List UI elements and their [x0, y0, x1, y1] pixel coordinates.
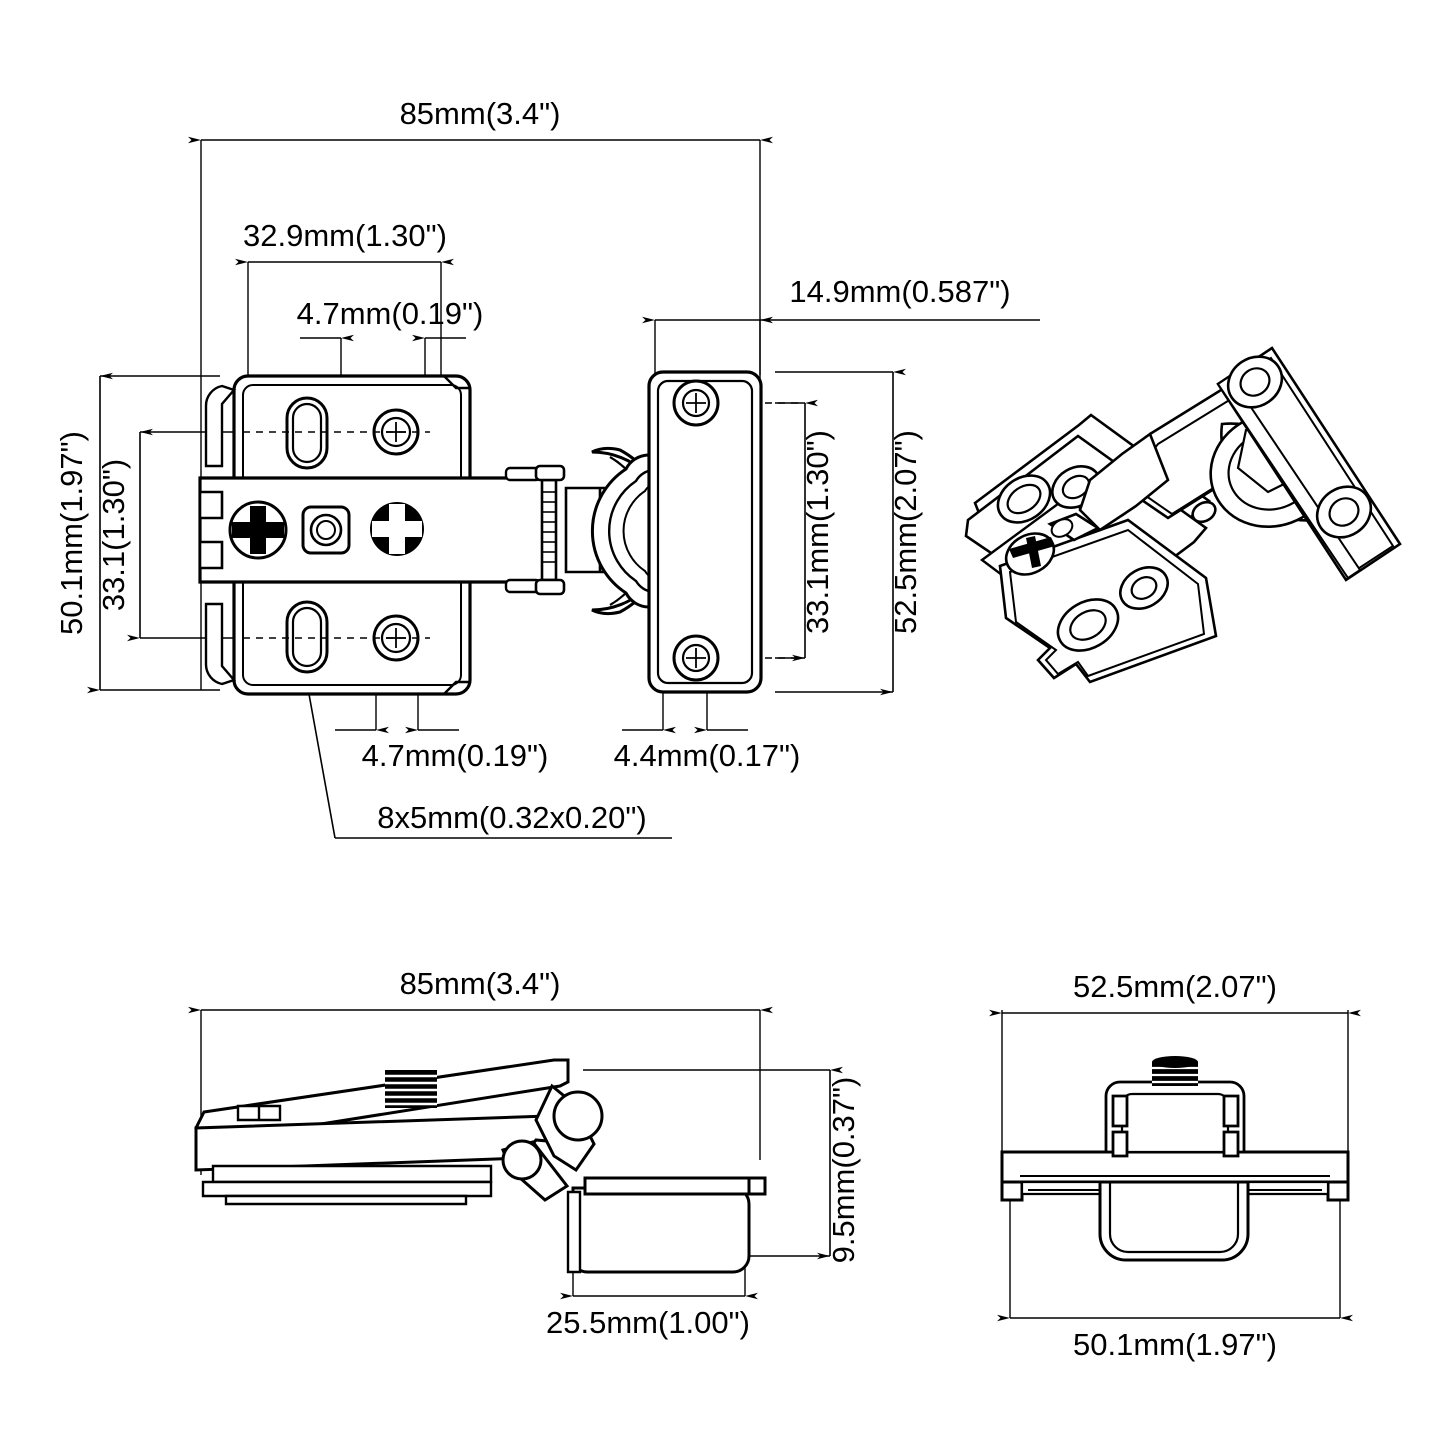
iso-door-hole-lower	[1315, 485, 1373, 539]
extension-lines	[100, 140, 893, 730]
dim-label-mount-hole-width: 4.4mm(0.17")	[614, 738, 801, 773]
plate-inner-outline	[242, 384, 462, 686]
side-plate-tab	[236, 1104, 282, 1122]
end-cup-body	[1098, 1180, 1250, 1262]
end-arm-frame	[1104, 1080, 1246, 1158]
side-threaded-stud	[385, 1070, 437, 1108]
dim-end-base-width-50-1mm: 50.1mm(1.97")	[997, 1314, 1353, 1362]
dim-label-plate-screw-span: 32.9mm(1.30")	[243, 218, 447, 253]
dim-overall-height-50-1mm: 50.1mm(1.97")	[54, 372, 113, 694]
end-elevation-view: 52.5mm(2.07") 50.1mm(1.97")	[989, 969, 1361, 1362]
dim-label-overall-width: 85mm(3.4")	[400, 96, 561, 131]
dim-end-plate-width-52-5mm: 52.5mm(2.07")	[989, 969, 1361, 1017]
dim-cup-height-9-5mm: 9.5mm(0.37")	[817, 1066, 861, 1264]
iso-hinge-arm	[1078, 380, 1276, 532]
dim-mount-hole-width-4-4mm: 4.4mm(0.17")	[614, 726, 801, 773]
side-cup-block	[566, 1176, 767, 1274]
dim-slot-width-top-4-7mm: 4.7mm(0.19")	[297, 296, 484, 342]
dim-label-cup-width: 25.5mm(1.00")	[546, 1305, 750, 1340]
door-plate-hole-lower	[672, 634, 720, 682]
iso-slot-lower	[1056, 598, 1120, 652]
dim-side-overall-length-85mm: 85mm(3.4")	[188, 966, 773, 1014]
iso-hole-lower	[1119, 566, 1169, 610]
adjust-screw-slotted	[228, 500, 288, 560]
dim-label-slot-callout: 8x5mm(0.32x0.20")	[377, 800, 646, 835]
dim-label-end-plate-width: 52.5mm(2.07")	[1073, 969, 1277, 1004]
iso-door-hole-upper	[1226, 355, 1284, 409]
phillips-screw	[370, 502, 424, 556]
dim-overall-width-85mm: 85mm(3.4")	[188, 96, 773, 144]
dim-cup-width-25-5mm: 25.5mm(1.00")	[546, 1292, 758, 1340]
dim-label-plate-hole-span: 33.1(1.30")	[96, 459, 131, 611]
plate-left-flange	[204, 384, 237, 686]
top-plan-view: 85mm(3.4") 32.9mm(1.30") 4.7mm(0.19") 14…	[54, 96, 1040, 839]
side-linkage	[500, 1083, 604, 1202]
dim-plate-height-52-5mm: 52.5mm(2.07")	[880, 368, 923, 696]
dim-label-side-overall-length: 85mm(3.4")	[400, 966, 561, 1001]
dim-label-end-base-width: 50.1mm(1.97")	[1073, 1327, 1277, 1362]
dim-label-plate-height: 52.5mm(2.07")	[888, 430, 923, 634]
iso-slotted-screw-lower	[1004, 532, 1056, 576]
arm-square-boss	[301, 505, 351, 555]
callout-slot-size: 8x5mm(0.32x0.20")	[304, 666, 672, 839]
dim-plate-hole-span-33-1mm: 33.1(1.30")	[96, 428, 153, 642]
iso-square-boss	[1047, 512, 1101, 542]
plate-slot-upper	[285, 396, 329, 470]
door-mount-plate	[647, 370, 763, 694]
end-extension-lines	[1001, 1010, 1349, 1318]
door-plate-hole-upper	[672, 379, 720, 427]
plate-corner-notches	[443, 375, 470, 695]
dim-label-overall-height: 50.1mm(1.97")	[54, 431, 89, 635]
dim-plate-screw-span-32-9mm: 32.9mm(1.30")	[235, 218, 454, 266]
hinge-knuckle	[534, 464, 566, 596]
end-threaded-stud	[1152, 1056, 1198, 1086]
dim-arm-hole-span-33-1mm: 33.1mm(1.30")	[792, 399, 835, 662]
dim-cup-offset-14-9mm: 14.9mm(0.587")	[642, 274, 1040, 324]
dim-label-arm-hole-span: 33.1mm(1.30")	[800, 430, 835, 634]
plate-slot-lower	[285, 600, 329, 674]
dim-label-cup-height: 9.5mm(0.37")	[826, 1077, 861, 1264]
isometric-view	[964, 346, 1402, 684]
arm-left-clip	[198, 490, 224, 570]
dim-label-slot-width-bottom: 4.7mm(0.19")	[362, 738, 549, 773]
side-plate-rails	[201, 1164, 493, 1206]
dim-label-cup-offset: 14.9mm(0.587")	[789, 274, 1010, 309]
dim-label-slot-width-top: 4.7mm(0.19")	[297, 296, 484, 331]
dim-slot-width-bottom-4-7mm: 4.7mm(0.19")	[335, 726, 549, 773]
side-plate-body	[194, 1058, 571, 1172]
side-elevation-view: 85mm(3.4") 9.5mm(0.37") 25.5mm(1.00")	[188, 966, 861, 1340]
iso-slot-upper	[996, 474, 1052, 524]
